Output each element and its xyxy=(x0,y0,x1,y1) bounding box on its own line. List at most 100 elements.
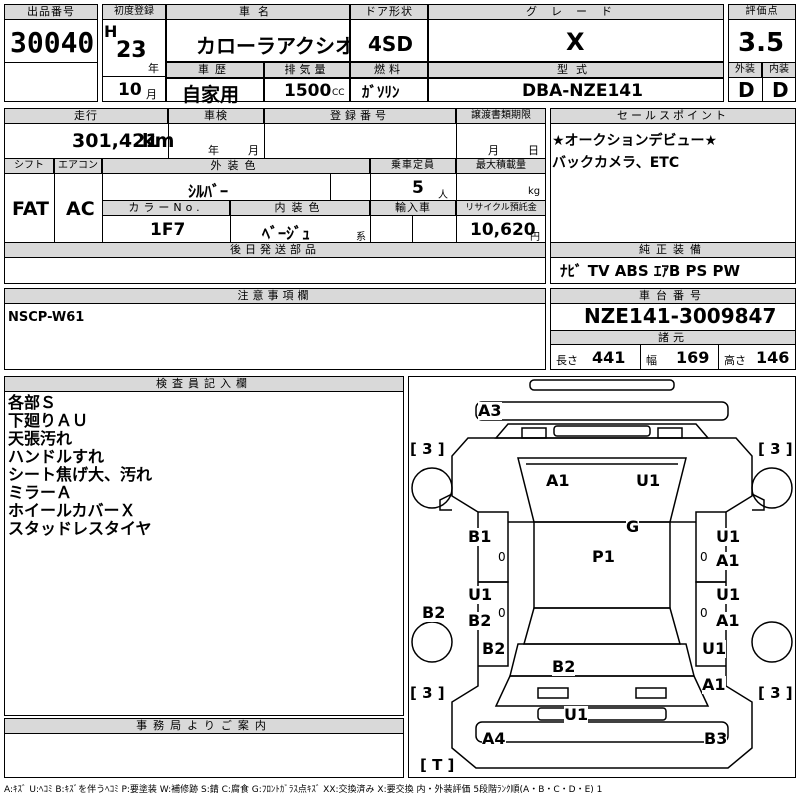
exterior-grade: D xyxy=(738,78,755,102)
fuel-box xyxy=(350,78,428,102)
car-name-label: 車名 xyxy=(166,4,350,20)
damage-mark: G xyxy=(626,517,640,536)
fuel: ｶﾞｿﾘﾝ xyxy=(362,83,400,101)
recycle-deposit-label: リサイクル預託金 xyxy=(456,200,546,216)
damage-mark: B2 xyxy=(422,603,446,622)
interior-color: ﾍﾞｰｼﾞｭ xyxy=(262,224,311,243)
inspector-note: ハンドルすれ xyxy=(8,447,105,466)
tire-front-right-mark: [ 3 ] xyxy=(758,440,793,458)
equipment: ﾅﾋﾞ TV ABS ｴｱB PS PW xyxy=(560,262,741,280)
equipment-label: 純正装備 xyxy=(550,242,796,258)
inspector-note: スタッドレスタイヤ xyxy=(8,519,152,538)
caution-label: 注意事項欄 xyxy=(4,288,546,304)
recycle-deposit-unit: 円 xyxy=(530,232,540,243)
lot-number: 30040 xyxy=(10,26,95,59)
displacement-box xyxy=(264,78,350,102)
registration-month-unit: 月 xyxy=(146,88,157,101)
damage-mark: U1 xyxy=(716,585,741,604)
length: 441 xyxy=(592,348,626,367)
model-box xyxy=(428,78,724,102)
sales-point-label: セールスポイント xyxy=(550,108,796,124)
damage-mark: U1 xyxy=(702,639,727,658)
car-diagram xyxy=(411,379,793,769)
fuel-label: 燃料 xyxy=(350,62,428,78)
seal-mark: 0 xyxy=(700,606,708,620)
caution: NSCP-W61 xyxy=(8,310,85,325)
transfer-deadline-label: 譲渡書類期限 xyxy=(456,108,546,124)
inspector-note: 天張汚れ xyxy=(8,429,73,448)
damage-mark: A3 xyxy=(478,401,502,420)
ac: AC xyxy=(66,198,95,220)
inspector-note: シート焦げ大、汚れ xyxy=(8,465,153,484)
damage-mark: A1 xyxy=(702,675,726,694)
damage-mark: U1 xyxy=(636,471,661,490)
inspector-note: ミラーＡ xyxy=(8,483,73,502)
car-name: カローラアクシオ xyxy=(196,34,355,58)
width-label: 幅 xyxy=(646,354,657,367)
damage-mark: P1 xyxy=(592,547,615,566)
capacity: 5 xyxy=(412,178,424,198)
displacement: 1500 xyxy=(284,81,332,101)
inspector-note: ホイールカバーＸ xyxy=(8,501,136,520)
registration-number-label: 登録番号 xyxy=(264,108,456,124)
registration-year: 23 xyxy=(116,38,147,63)
score-label: 評価点 xyxy=(728,4,796,20)
exterior-label: 外装 xyxy=(728,62,762,78)
damage-mark: U1 xyxy=(468,585,493,604)
lot-number-label: 出品番号 xyxy=(4,4,98,20)
tire-rear-left-mark: [ 3 ] xyxy=(410,684,445,702)
interior-grade: D xyxy=(772,78,789,102)
history-label: 車歴 xyxy=(166,62,264,78)
max-load-label: 最大積載量 xyxy=(456,158,546,174)
displacement-unit: CC xyxy=(332,88,345,98)
shift: FAT xyxy=(12,198,49,220)
transfer-month-unit: 月 xyxy=(488,144,499,157)
width: 169 xyxy=(676,348,710,367)
history-box xyxy=(166,78,264,102)
tire-rear-right-mark: [ 3 ] xyxy=(758,684,793,702)
damage-mark: A1 xyxy=(716,611,740,630)
displacement-label: 排気量 xyxy=(264,62,350,78)
office-label: 事務局よりご案内 xyxy=(4,718,404,734)
spare-tire-mark: [ T ] xyxy=(420,756,455,774)
shift-label: シフト xyxy=(4,158,54,174)
legend: A:ｷｽﾞ U:ﾍｺﾐ B:ｷｽﾞを伴うﾍｺﾐ P:要塗装 W:補修跡 S:錆 … xyxy=(4,785,603,795)
damage-mark: U1 xyxy=(564,705,589,724)
damage-mark: A1 xyxy=(546,471,570,490)
mileage-label: 走行 xyxy=(4,108,168,124)
color: ｼﾙﾊﾞｰ xyxy=(188,182,229,201)
registration-year-unit: 年 xyxy=(148,62,159,75)
inspector-label: 検査員記入欄 xyxy=(4,376,404,392)
ac-label: エアコン xyxy=(54,158,102,174)
door-type: 4SD xyxy=(368,32,413,56)
damage-mark: B1 xyxy=(468,527,492,546)
sales-point-line-1: ★オークションデビュー★ xyxy=(552,133,718,149)
score: 3.5 xyxy=(738,28,785,58)
import-label: 輸入車 xyxy=(370,200,456,216)
color-number-label: カラーNo. xyxy=(102,200,230,216)
damage-mark: U1 xyxy=(716,527,741,546)
model: DBA-NZE141 xyxy=(522,81,643,101)
chassis-number: NZE141-3009847 xyxy=(584,304,777,328)
inspection-label: 車検 xyxy=(168,108,264,124)
height: 146 xyxy=(756,348,790,367)
lot-number-box xyxy=(4,4,98,102)
sales-point-line-2: バックカメラ、ETC xyxy=(552,155,680,171)
capacity-label: 乗車定員 xyxy=(370,158,456,174)
later-parts-label: 後日発送部品 xyxy=(4,242,546,258)
registration-month: 10 xyxy=(118,80,142,100)
damage-mark: B2 xyxy=(468,611,492,630)
grade: X xyxy=(566,28,585,56)
recycle-deposit: 10,620 xyxy=(470,220,536,240)
max-load-unit: kg xyxy=(528,186,541,197)
transfer-day-unit: 日 xyxy=(528,144,539,157)
registration-box xyxy=(102,4,166,102)
color-number: 1F7 xyxy=(150,220,186,240)
inspection-year-unit: 年 xyxy=(208,144,219,157)
model-label: 型式 xyxy=(428,62,724,78)
chassis-label: 車台番号 xyxy=(550,288,796,304)
interior-color-unit: 系 xyxy=(356,232,366,243)
inspector-note: 下廻りＡＵ xyxy=(8,411,89,430)
spec-label: 諸元 xyxy=(550,330,796,345)
seal-mark: 0 xyxy=(498,550,506,564)
